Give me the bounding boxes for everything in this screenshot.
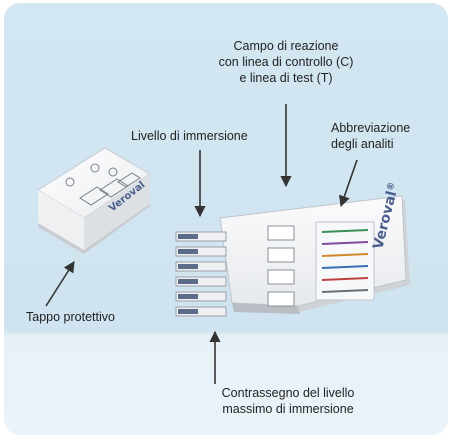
immersion-level-label: Livello di immersione [131,129,248,143]
max-mark-label-2: massimo di immersione [222,402,353,416]
protective-cap-label: Tappo protettivo [26,310,115,324]
protective-cap-arrow [45,261,75,307]
reaction-field-label-2: con linea di controllo (C) [219,55,354,69]
analyte-abbrev-label-1: Abbreviazione [331,121,410,135]
test-strips [175,231,227,317]
test-device: Veroval® [175,181,410,317]
arrows [45,104,358,384]
max-mark-label-1: Contrassegno del livello [222,386,355,400]
reaction-field-label-3: e linea di test (T) [239,71,332,85]
analyte-abbrev-label-2: degli analiti [331,137,394,151]
analyte-abbrev-arrow [339,159,358,208]
reaction-windows [267,225,295,307]
protective-cap: Veroval [37,147,151,254]
analyte-area [315,221,375,301]
reaction-field-label-1: Campo di reazione [234,39,339,53]
